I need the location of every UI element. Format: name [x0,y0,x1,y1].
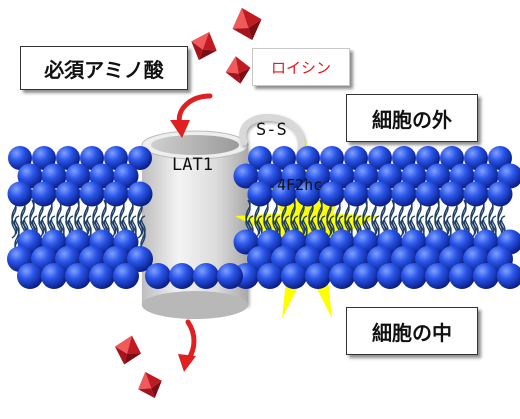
lipid-head [353,263,379,289]
heavy-chain-label: 4F2hc [277,176,323,194]
lipid-tail [398,199,404,239]
leucine-label: ロイシン [252,48,350,86]
lipid-head [415,181,441,207]
lipid-head [217,263,243,289]
lipid-tail [470,199,476,239]
lipid-head [392,146,416,170]
lipid-head [257,263,283,289]
lipid-tail [83,199,89,239]
lipid-tail [326,199,332,239]
lipid-head [128,146,152,170]
lipid-tail [299,199,305,239]
lipid-head [247,181,273,207]
red-octahedron-icon [138,371,162,399]
lipid-head [464,146,488,170]
lipid-tail [14,215,20,253]
lipid-head [401,263,427,289]
red-octahedron-icon [232,7,262,41]
lipid-head [89,263,115,289]
lipid-head [248,146,272,170]
outside-cell-label: 細胞の外 [346,94,478,142]
lipid-tail [38,199,44,239]
lipid-head [463,181,489,207]
lat1-label: LAT1 [172,155,213,175]
lipid-head [113,263,139,289]
lipid-tail [254,199,260,239]
essential-amino-acid-label: 必須アミノ酸 [20,46,188,90]
lipid-tail [110,199,116,239]
lipid-head [103,181,129,207]
red-octahedron-icon [225,56,251,84]
lipid-head [31,181,57,207]
lipid-head [425,263,451,289]
lipid-head [7,181,33,207]
lipid-tail [137,199,143,239]
lipid-head [145,263,171,289]
lipid-head [79,181,105,207]
red-octahedron-icon [114,335,142,365]
lipid-head [193,263,219,289]
lipid-bilayer [7,146,520,289]
lipid-head [343,181,369,207]
lipid-head [377,263,403,289]
red-octahedron-icon [191,31,217,61]
lipid-head [65,263,91,289]
lipid-head [8,146,32,170]
lipid-head [473,263,499,289]
lipid-head [80,146,104,170]
lipid-head [32,146,56,170]
lipid-tail [11,199,17,239]
lipid-head [271,181,297,207]
lipid-tail [140,215,146,253]
amino-acid-molecules [114,7,262,399]
lipid-head [439,181,465,207]
lipid-head [296,146,320,170]
lipid-head [416,146,440,170]
lipid-head [41,263,67,289]
lipid-head [449,263,475,289]
lipid-head [233,163,259,189]
lipid-head [17,263,43,289]
lipid-head [281,263,307,289]
lipid-head [272,146,296,170]
lipid-head [488,146,512,170]
lipid-head [169,263,195,289]
lipid-head [56,146,80,170]
lipid-head [367,181,393,207]
lipid-head [55,181,81,207]
lipid-head [320,146,344,170]
lipid-head [104,146,128,170]
transport-arrow-bottom [178,319,197,372]
disulfide-bond-handle [239,113,305,162]
transport-arrow-top [170,93,213,138]
lipid-head [127,181,153,207]
lipid-head [497,263,520,289]
lipid-head [344,146,368,170]
lipid-head [305,263,331,289]
lipid-head [233,229,259,255]
lipid-head [295,181,321,207]
lipid-head [319,181,345,207]
inside-cell-label: 細胞の中 [346,307,478,355]
lipid-head [487,181,513,207]
disulfide-label: S-S [256,120,287,140]
lipid-tail [371,199,377,239]
lipid-head [329,263,355,289]
lipid-head [391,181,417,207]
lipid-head [440,146,464,170]
lipid-tail [443,199,449,239]
lipid-head [368,146,392,170]
